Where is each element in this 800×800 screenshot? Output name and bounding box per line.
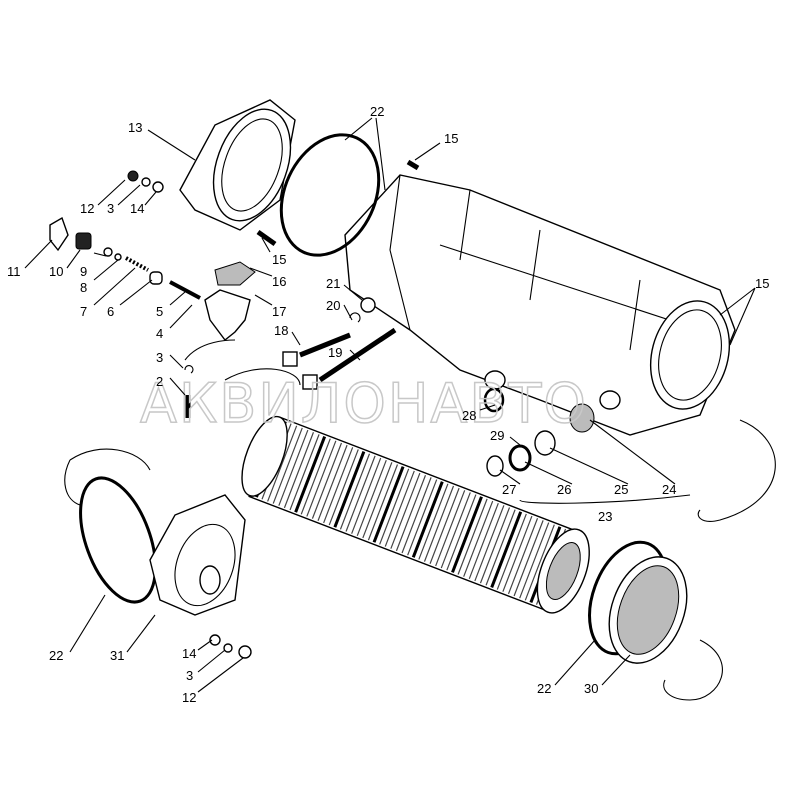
part-label: 26 — [557, 482, 571, 497]
part-label: 22 — [49, 648, 63, 663]
filter-rib — [496, 513, 527, 590]
filter-rib — [294, 435, 327, 513]
filter-rib — [524, 524, 555, 601]
end-cover — [149, 494, 246, 616]
part-label: 6 — [107, 304, 114, 319]
filter-rib — [490, 511, 523, 588]
part-label: 3 — [186, 668, 193, 683]
filter-rib — [457, 498, 488, 575]
part-label: 15 — [272, 252, 286, 267]
filter-rib — [418, 483, 449, 560]
part-label: 25 — [614, 482, 628, 497]
filter-rib — [513, 520, 544, 597]
strainer — [608, 556, 723, 701]
part-label: 3 — [107, 201, 114, 216]
part-label: 16 — [272, 274, 286, 289]
part-label: 2 — [156, 374, 163, 389]
filter-rib — [272, 427, 303, 504]
filter-rib — [300, 438, 331, 515]
part-label: 12 — [80, 201, 94, 216]
part-label: 3 — [156, 350, 163, 365]
filter-rib — [507, 518, 539, 595]
part-label: 8 — [80, 280, 87, 295]
part-label: 5 — [156, 304, 163, 319]
filter-rib — [345, 455, 376, 532]
filter-rib — [356, 459, 387, 537]
filter-rib — [289, 434, 320, 511]
filter-rib — [407, 479, 438, 556]
part-label: 18 — [274, 323, 288, 338]
filter-rib — [468, 502, 499, 580]
part-label: 24 — [662, 482, 676, 497]
filter-rib — [395, 475, 427, 552]
part-label: 10 — [49, 264, 63, 279]
filter-rib — [423, 485, 455, 562]
filter-rib — [435, 490, 466, 567]
part-label: 14 — [130, 201, 144, 216]
seal-ring — [79, 476, 157, 604]
filter-rib — [311, 442, 343, 519]
part-label: 31 — [110, 648, 124, 663]
filter-rib — [411, 481, 444, 558]
filter-rib — [323, 447, 354, 524]
filter-rib — [278, 429, 309, 506]
filter-housing — [344, 174, 776, 522]
part-label: 17 — [272, 304, 286, 319]
filter-rib — [485, 509, 516, 586]
part-label: 15 — [444, 131, 458, 146]
small-parts — [49, 159, 595, 659]
part-labels: 13 22 15 12 3 14 15 16 11 10 9 8 7 6 5 1… — [7, 104, 769, 705]
filter-rib — [362, 462, 393, 539]
part-label: 4 — [156, 326, 163, 341]
housing-cover — [179, 99, 296, 231]
filter-rib — [367, 464, 399, 541]
watermark: АКВИЛОНАВТО — [140, 372, 588, 435]
filter-rib — [440, 492, 471, 569]
part-label: 22 — [370, 104, 384, 119]
filter-rib — [384, 470, 415, 547]
filter-rib — [502, 515, 533, 592]
filter-rib — [446, 494, 477, 571]
part-label: 20 — [326, 298, 340, 313]
part-label: 12 — [182, 690, 196, 705]
filter-rib — [267, 425, 298, 502]
filter-element — [241, 415, 590, 614]
part-label: 15 — [755, 276, 769, 291]
filter-rib — [379, 468, 410, 545]
filter-rib — [479, 507, 511, 584]
part-label: 22 — [537, 681, 551, 696]
filter-rib — [317, 444, 348, 521]
part-label: 13 — [128, 120, 142, 135]
seal-ring — [279, 133, 381, 257]
filter-rib — [429, 487, 460, 564]
filter-rib — [463, 500, 494, 577]
leader-lines — [24, 117, 756, 693]
filter-rib — [306, 440, 337, 517]
part-label: 7 — [80, 304, 87, 319]
part-label: 11 — [7, 264, 21, 279]
filter-rib — [390, 472, 421, 549]
part-label: 9 — [80, 264, 87, 279]
filter-rib — [451, 496, 483, 573]
filter-rib — [328, 449, 359, 526]
filter-rib — [339, 453, 371, 530]
part-label: 27 — [502, 482, 516, 497]
part-label: 30 — [584, 681, 598, 696]
part-label: 23 — [598, 509, 612, 524]
part-label: 29 — [490, 428, 504, 443]
filter-rib — [474, 505, 505, 582]
filter-rib — [333, 451, 366, 528]
part-label: 19 — [328, 345, 342, 360]
filter-rib — [351, 457, 382, 534]
filter-rib — [519, 522, 550, 599]
filter-rib — [283, 432, 315, 509]
part-label: 21 — [326, 276, 340, 291]
filter-rib — [401, 477, 432, 554]
filter-rib — [372, 466, 405, 543]
part-label: 14 — [182, 646, 196, 661]
part-label: 28 — [462, 408, 476, 423]
